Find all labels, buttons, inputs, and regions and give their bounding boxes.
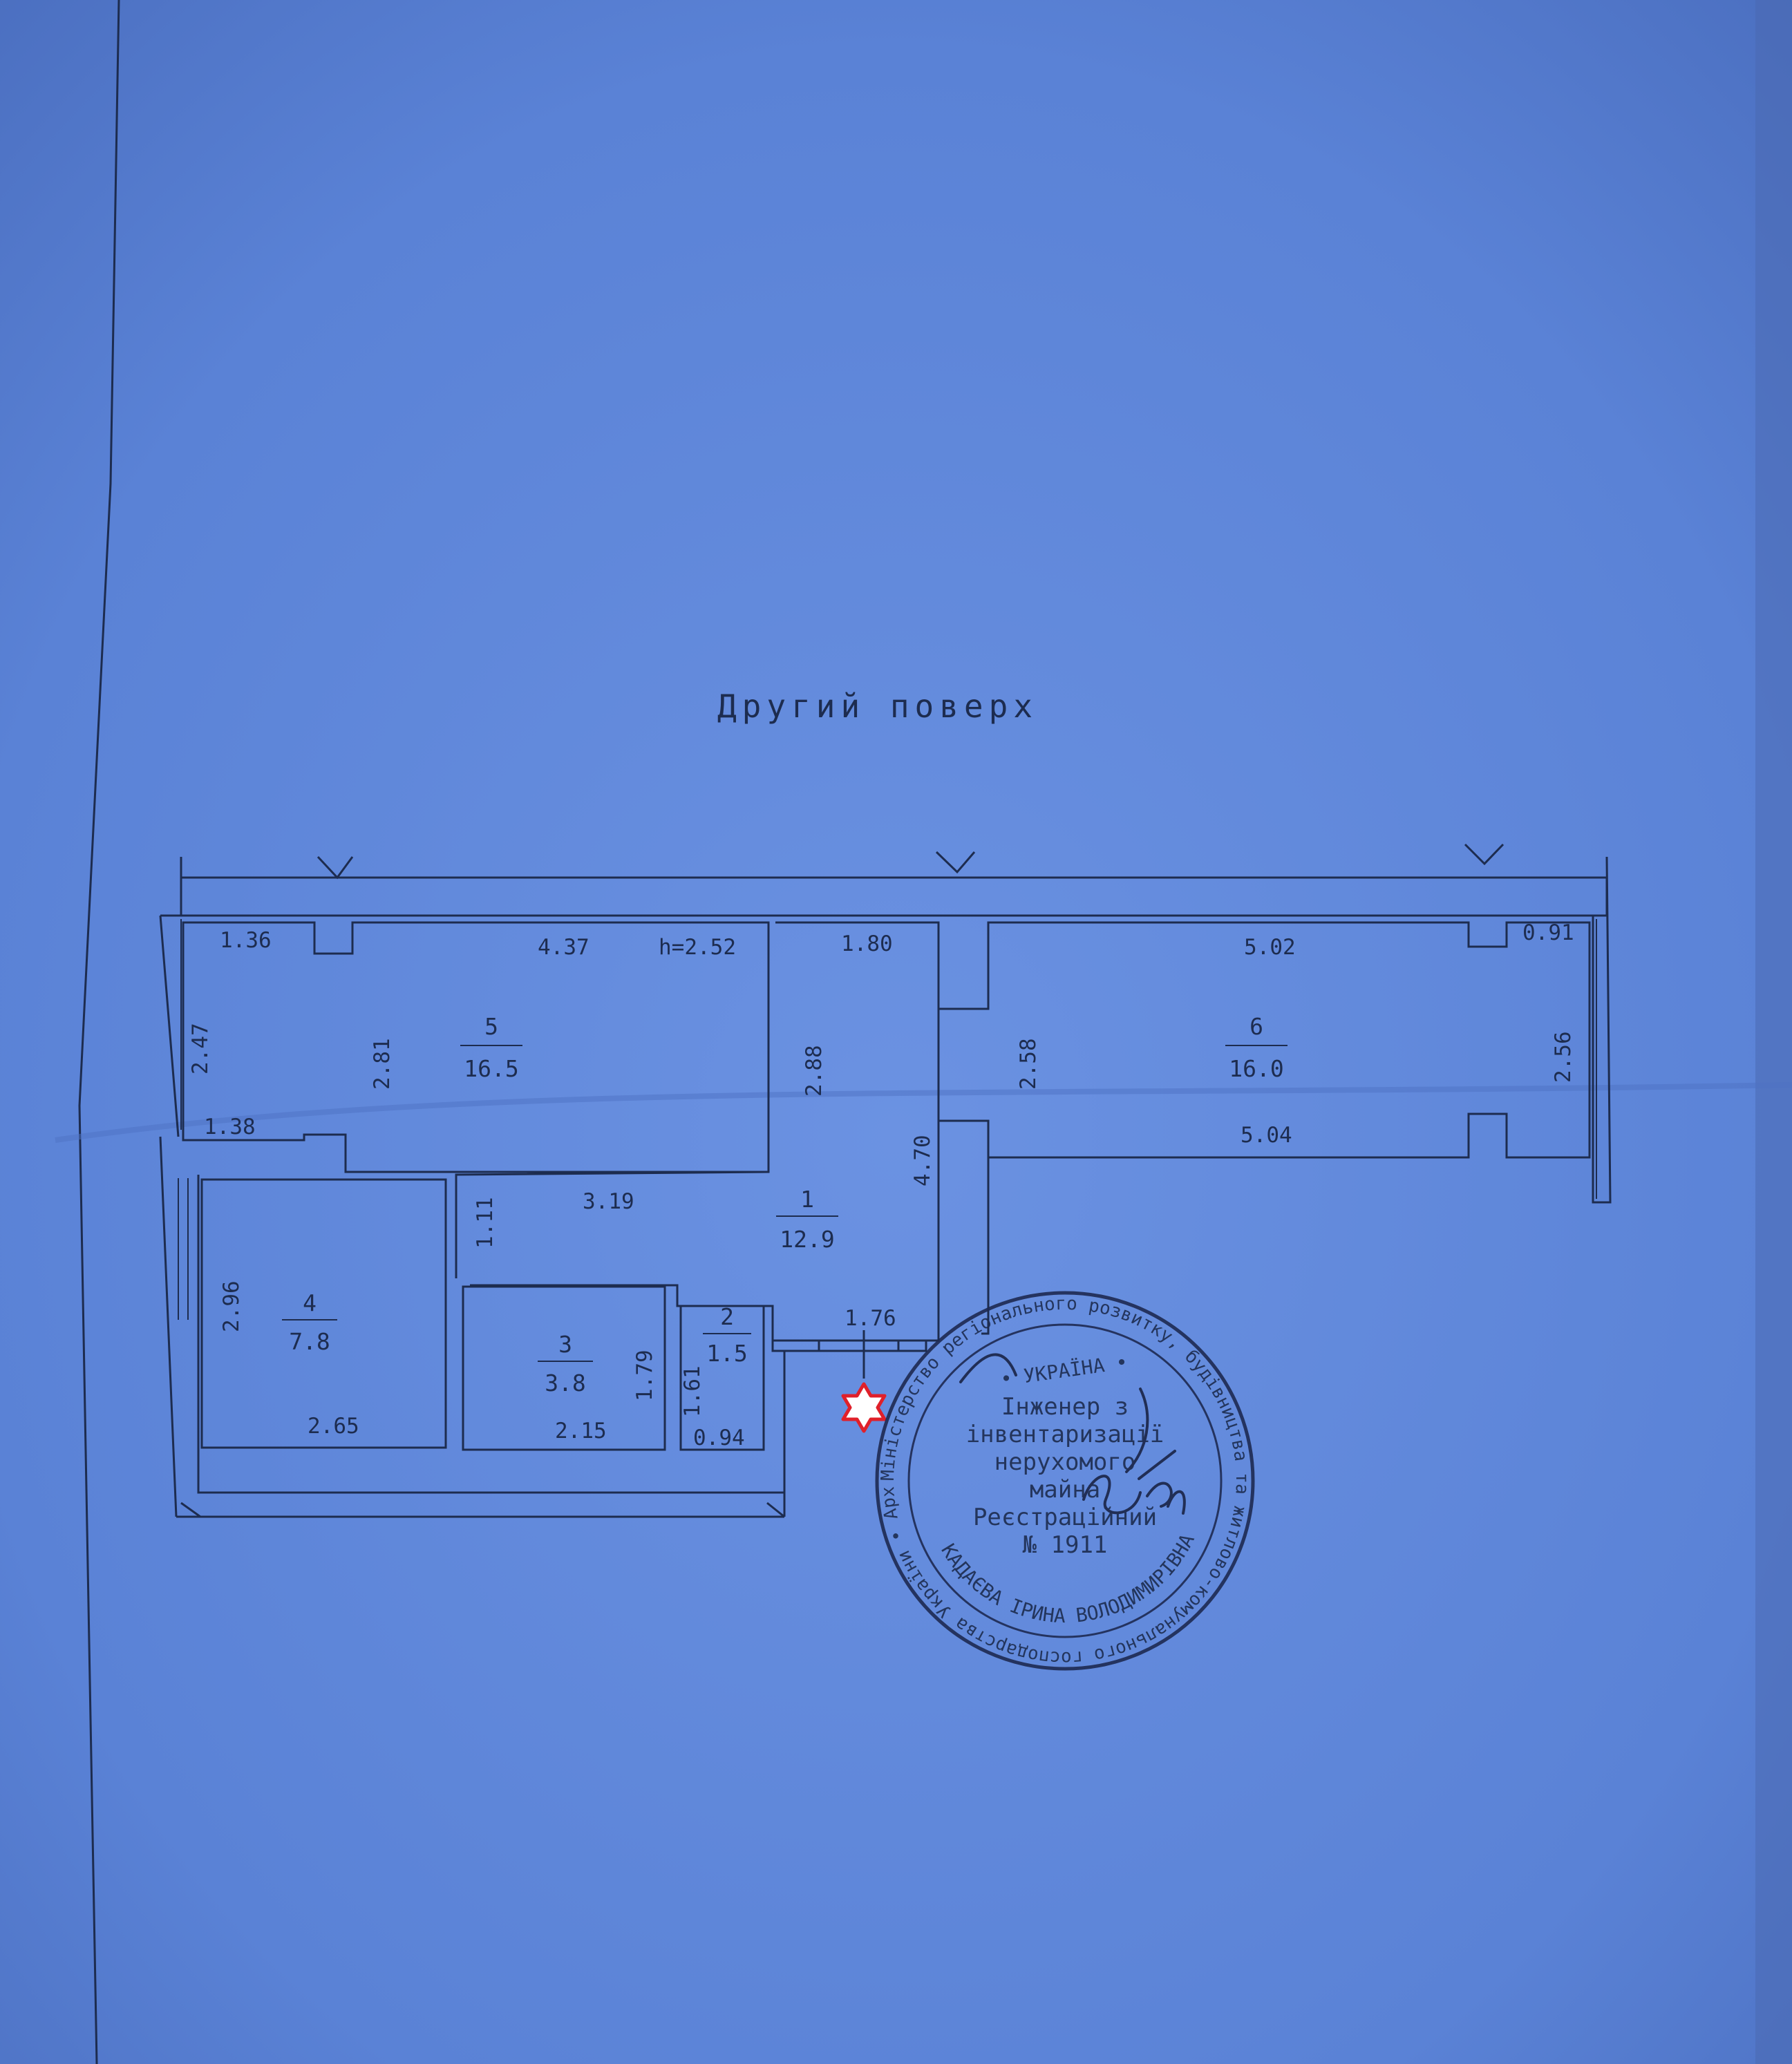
seal-line-2: інвентаризації [966, 1421, 1164, 1448]
room-3-outline [462, 1285, 666, 1451]
room-2-area: 1.5 [706, 1340, 748, 1367]
dim-2-15: 2.15 [555, 1419, 607, 1443]
wall-left-lower [159, 1136, 786, 1518]
dim-1-11: 1.11 [473, 1197, 498, 1249]
room-3-label: 3 3.8 [538, 1331, 593, 1396]
dim-0-94: 0.94 [693, 1426, 745, 1450]
paper-fold [55, 1082, 1792, 1143]
room-1-label: 1 12.9 [776, 1186, 838, 1253]
dim-4-37: 4.37 [538, 935, 590, 960]
pier-top [937, 922, 990, 1010]
room-6-label: 6 16.0 [1225, 1013, 1288, 1082]
seal-line-5: Реєстраційний [973, 1504, 1157, 1531]
bottom-window-marks [180, 1502, 785, 1518]
room-5-label: 5 16.5 [460, 1013, 522, 1082]
dim-1-36: 1.36 [220, 928, 272, 953]
room-4-label: 4 7.8 [282, 1289, 337, 1355]
wall-window-marks [317, 843, 1505, 880]
signature [959, 1353, 1186, 1515]
room-6-number: 6 [1249, 1013, 1263, 1040]
seal-outer-ring [875, 1291, 1255, 1671]
ceiling-height: h=2.52 [659, 935, 736, 960]
dim-0-91: 0.91 [1522, 920, 1574, 945]
dim-2-81: 2.81 [370, 1038, 395, 1090]
room-3-number: 3 [558, 1331, 572, 1358]
room-4-area: 7.8 [289, 1328, 330, 1355]
dim-4-70: 4.70 [910, 1135, 935, 1186]
dim-1-76: 1.76 [845, 1306, 896, 1331]
room-3-area: 3.8 [545, 1370, 586, 1396]
room-2-number: 2 [720, 1303, 734, 1330]
seal-line-3: нерухомого [994, 1448, 1136, 1476]
room-labels: 5 16.5 6 16.0 1 12.9 4 7.8 3 3.8 2 1.5 [282, 1013, 1288, 1396]
wall-left-upper [159, 857, 182, 1137]
dimension-labels: 1.36 4.37 h=2.52 1.80 5.02 0.91 2.47 2.8… [188, 920, 1576, 1450]
dim-2-58: 2.58 [1016, 1038, 1041, 1090]
wall-right [1592, 856, 1612, 1204]
corridor-walls [775, 921, 990, 1342]
room-5-area: 16.5 [464, 1055, 518, 1082]
dim-2-47: 2.47 [188, 1023, 213, 1074]
seal-inner-ring [907, 1323, 1223, 1638]
entrance-steps [818, 1330, 900, 1379]
dim-1-38: 1.38 [204, 1115, 256, 1139]
room-4-number: 4 [303, 1289, 317, 1316]
entrance-walls [771, 1341, 927, 1493]
dim-1-79: 1.79 [632, 1350, 657, 1401]
dim-3-19: 3.19 [583, 1189, 634, 1214]
seal-line-1: Інженер з [1001, 1393, 1129, 1421]
room-6-area: 16.0 [1229, 1055, 1283, 1082]
dim-5-04: 5.04 [1241, 1123, 1292, 1148]
floor-plan [159, 843, 1612, 1518]
window-left-lower [178, 1178, 189, 1320]
room-5-number: 5 [484, 1013, 498, 1040]
six-pointed-star-icon [841, 1382, 887, 1433]
dim-2-88: 2.88 [802, 1045, 827, 1097]
seal-line-6: № 1911 [1023, 1531, 1108, 1559]
room-1-area: 12.9 [780, 1226, 834, 1253]
dim-2-56: 2.56 [1551, 1031, 1576, 1083]
dim-2-65: 2.65 [308, 1414, 359, 1439]
seal-line-4: майна [1030, 1476, 1100, 1504]
dim-1-61: 1.61 [680, 1365, 705, 1417]
room-4-outline [200, 1178, 447, 1449]
room-2-label: 2 1.5 [703, 1303, 751, 1367]
room-2-outline [679, 1305, 765, 1451]
dim-5-02: 5.02 [1244, 935, 1296, 960]
dim-2-96: 2.96 [219, 1280, 244, 1332]
page-edge [1755, 0, 1792, 2064]
margin-line [78, 0, 120, 2064]
dim-1-80: 1.80 [841, 931, 893, 956]
floor-title: Другий поверх [717, 688, 1038, 725]
room-1-number: 1 [800, 1186, 814, 1213]
star-shape [841, 1382, 887, 1433]
